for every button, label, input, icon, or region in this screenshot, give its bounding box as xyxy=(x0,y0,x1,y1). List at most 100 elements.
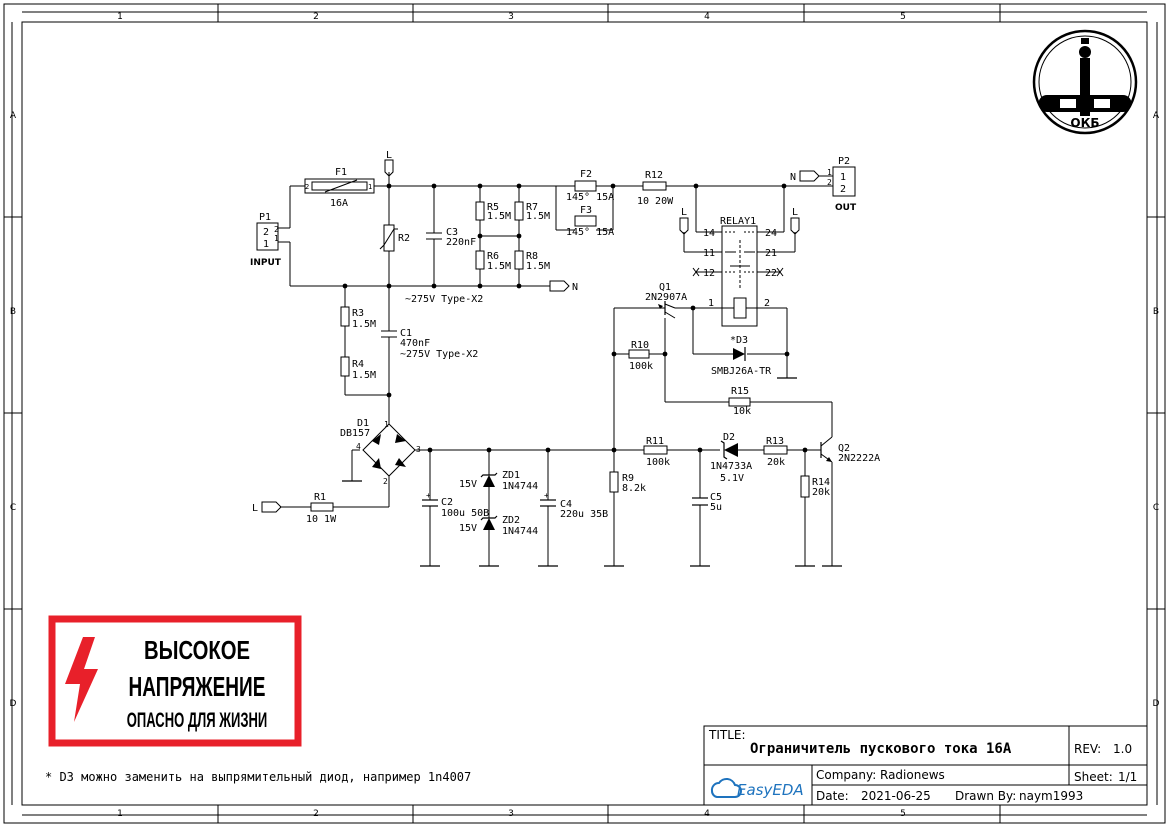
voltage-zd2: 15V xyxy=(459,523,477,534)
value-f3: 145° 15A xyxy=(566,227,614,238)
value-r11: 100k xyxy=(646,457,670,468)
voltage-d2: 5.1V xyxy=(720,473,744,484)
sheet-label: Sheet: xyxy=(1074,770,1113,784)
value-r8: 1.5M xyxy=(526,261,550,272)
value-r5: 1.5M xyxy=(487,211,511,222)
zener-diode-zd2: ZD2 1N4744 15V xyxy=(459,515,538,537)
drawn-label: Drawn By: xyxy=(955,789,1016,803)
ref-f2: F2 xyxy=(580,169,592,180)
frame-col-label: 1 xyxy=(117,12,123,22)
svg-text:+: + xyxy=(544,491,549,500)
value-r14: 20k xyxy=(812,487,830,498)
frame-row-label: A xyxy=(1153,111,1160,121)
easyeda-logo-icon xyxy=(710,778,742,798)
value-c2: 100u 50B xyxy=(441,508,489,519)
pin-label: 14 xyxy=(703,228,715,239)
junction-dots xyxy=(342,183,808,453)
resistor-r7: R7 1.5M xyxy=(514,201,550,222)
resistor-r1: R1 10 1W xyxy=(306,492,337,525)
fuse-f1: 2 1 F1 16A xyxy=(304,167,375,209)
connector-p1: P1 2 1 2 1 INPUT xyxy=(250,212,282,268)
value-r15: 10k xyxy=(733,406,751,417)
connector-p2: P2 1 2 1 2 OUT xyxy=(827,156,857,213)
easyeda-brand: EasyEDA xyxy=(737,781,804,799)
ref-c4: C4 xyxy=(560,499,572,510)
pin-label: 2 xyxy=(827,178,832,187)
frame-row-label: D xyxy=(10,699,17,709)
value-r9: 8.2k xyxy=(622,483,646,494)
fuse-f3: F3 145° 15A xyxy=(566,205,614,238)
value-f1: 16A xyxy=(330,198,348,209)
frame-col-label: 4 xyxy=(704,12,710,22)
svg-text:1: 1 xyxy=(368,183,372,191)
warning-line-1: ВЫСОКОЕ xyxy=(144,636,250,665)
resistor-r11: R11 100k xyxy=(643,436,670,468)
relay-relay1: RELAY1 14 24 11 21 12 22 1 2 xyxy=(692,216,784,327)
resistor-r10: R10 100k xyxy=(628,340,653,372)
okb-logo: ОКБ xyxy=(1032,29,1138,135)
pin-label: 2 xyxy=(764,298,770,309)
pin-label: 4 xyxy=(356,442,361,451)
pin-label: 2 xyxy=(263,227,269,238)
company-label: Company: xyxy=(816,768,876,782)
net-label-l: L xyxy=(252,503,258,514)
value-f2: 145° 15A xyxy=(566,192,614,203)
ref-p1: P1 xyxy=(259,212,271,223)
ref-r5: R5 xyxy=(487,202,499,213)
capacitor-c4: + C4 220u 35B xyxy=(540,491,608,520)
resistor-r9: R9 8.2k xyxy=(609,471,646,494)
date-value: 2021-06-25 xyxy=(861,789,931,803)
capacitor-c2: + C2 100u 50B xyxy=(422,491,489,519)
drawing-frame: 1 2 3 4 5 1 2 3 4 5 A B C D A B C D xyxy=(3,3,1166,824)
resistor-r4: R4 1.5M xyxy=(340,356,376,381)
resistor-r5: R5 1.5M xyxy=(475,201,511,222)
ref-q2: Q2 xyxy=(838,443,850,454)
fuse-f2: F2 145° 15A xyxy=(566,169,614,203)
value-q2: 2N2222A xyxy=(838,453,880,464)
drawn-value: naym1993 xyxy=(1019,789,1083,803)
frame-col-label: 5 xyxy=(900,12,906,22)
ref-q1: Q1 xyxy=(659,282,671,293)
ref-r3: R3 xyxy=(352,308,364,319)
frame-row-label: B xyxy=(1153,307,1159,317)
ref-p2: P2 xyxy=(838,156,850,167)
out-label: OUT xyxy=(835,203,857,213)
frame-row-label: D xyxy=(1153,699,1160,709)
voltage-zd1: 15V xyxy=(459,479,477,490)
resistor-r3: R3 1.5M xyxy=(340,306,376,330)
warning-line-3: ОПАСНО ДЛЯ ЖИЗНИ xyxy=(127,708,268,732)
input-label: INPUT xyxy=(250,258,282,268)
ref-r12: R12 xyxy=(645,170,663,181)
capacitor-c5: C5 5u xyxy=(692,492,722,513)
rating-c1: ~275V Type-X2 xyxy=(400,349,478,360)
ref-r9: R9 xyxy=(622,473,634,484)
frame-col-label: 1 xyxy=(117,809,123,819)
pin-label: 21 xyxy=(765,248,777,259)
logo-text: ОКБ xyxy=(1070,116,1099,130)
frame-col-label: 3 xyxy=(508,809,514,819)
pin-label: 2 xyxy=(274,225,279,234)
resistor-r13: R13 20k xyxy=(763,436,788,468)
value-r10: 100k xyxy=(629,361,653,372)
value-zd2: 1N4744 xyxy=(502,526,538,537)
frame-col-label: 2 xyxy=(313,809,319,819)
warning-line-2: НАПРЯЖЕНИЕ xyxy=(129,671,266,703)
net-label-l: L xyxy=(792,207,798,218)
rev-label: REV: xyxy=(1074,742,1101,756)
company-value: Radionews xyxy=(880,768,945,782)
zener-diode-d2: D2 1N4733A 5.1V xyxy=(710,432,752,484)
value-c4: 220u 35B xyxy=(560,509,608,520)
frame-row-label: C xyxy=(10,503,16,513)
resistor-r12: R12 10 20W xyxy=(637,170,674,207)
net-flags: L N N L L L xyxy=(252,150,833,514)
ref-d3: *D3 xyxy=(730,335,748,346)
frame-row-label: B xyxy=(10,307,16,317)
ref-r13: R13 xyxy=(766,436,784,447)
title-block: TITLE: Ограничитель пускового тока 16А R… xyxy=(703,725,1148,806)
net-label-n: N xyxy=(572,282,578,293)
value-r6: 1.5M xyxy=(487,261,511,272)
ref-zd2: ZD2 xyxy=(502,515,520,526)
value-r3: 1.5M xyxy=(352,319,376,330)
pin-label: 1 xyxy=(263,239,269,250)
